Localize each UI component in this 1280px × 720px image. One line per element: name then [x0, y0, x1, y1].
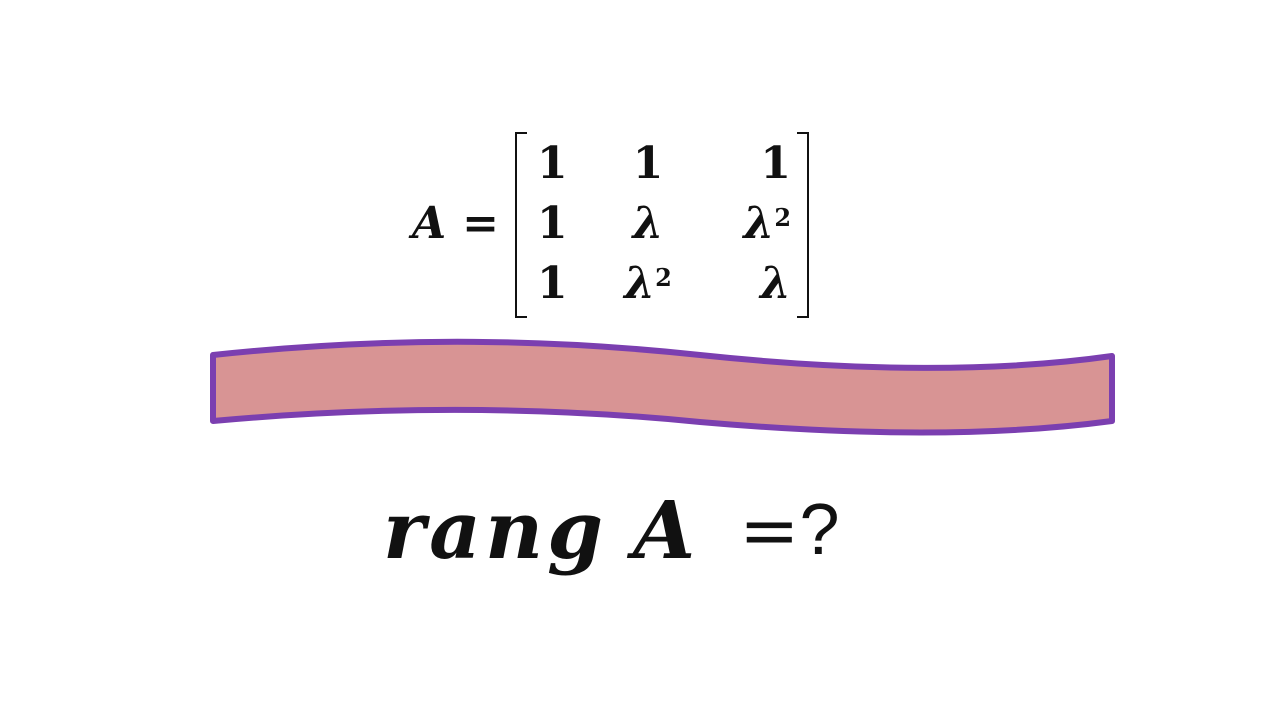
- matrix-cell-r3-c3: λ: [760, 258, 792, 309]
- ribbon-shape: [210, 338, 1115, 436]
- rank-question: rang A = ?: [383, 480, 840, 580]
- matrix-name: A: [412, 198, 447, 249]
- matrix-cell-r2-c2: λ: [632, 198, 664, 249]
- matrix-cell-r1-c2: 1: [632, 138, 664, 189]
- matrix-cell-r1-c3: 1: [760, 138, 792, 189]
- rank-matrix-name: A: [633, 483, 696, 577]
- rank-equals-sign: =: [739, 488, 800, 572]
- right-bracket: [797, 132, 810, 318]
- matrix-cell-r3-c1: 1: [537, 258, 568, 309]
- rank-word: rang: [383, 483, 608, 577]
- question-mark: ?: [799, 490, 840, 570]
- matrix-cell-r2-c1: 1: [537, 198, 568, 249]
- matrix-cell-r1-c1: 1: [537, 138, 568, 189]
- equals-sign: =: [462, 198, 500, 249]
- left-bracket: [515, 132, 528, 318]
